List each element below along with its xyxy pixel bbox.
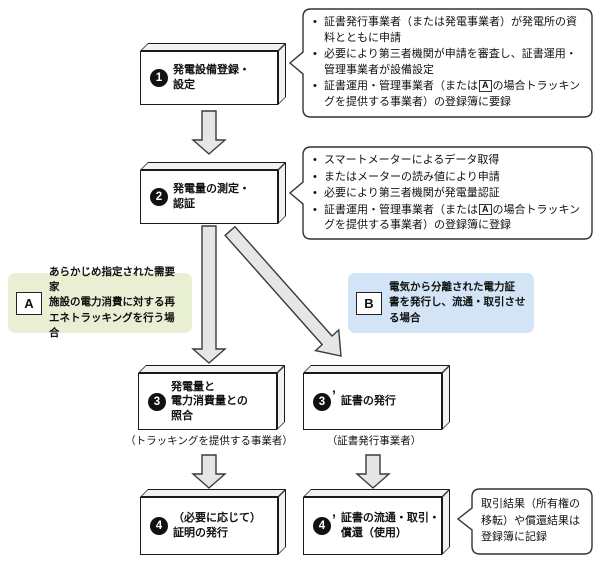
case-b-text: 電気から分離された電力証 書を発行し、流通・取引させ る場合 [389, 281, 526, 324]
box-side-face [278, 43, 286, 105]
step-label: 証書の発行 [340, 395, 396, 408]
bullet-item: •またはメーターの読み値により申請 [313, 170, 500, 183]
inline-case-a-icon: A [479, 203, 492, 216]
case-a-tag: A あらかじめ指定された需要家 施設の電力消費に対する再 エネトラッキングを行う… [8, 266, 192, 339]
box-side-face [442, 365, 450, 430]
arrow-step3prime-to-step4prime [355, 454, 391, 489]
step-box-2: 2 発電量の測定・ 認証 [140, 162, 286, 224]
box-front-face: 4 （必要に応じて） 証明の発行 [140, 497, 278, 555]
box-top-face [303, 365, 450, 373]
bullet-item: •スマートメーターによるデータ取得 [313, 154, 500, 166]
step-number-3: 3 [148, 392, 166, 411]
box-front-face: 2 発電量の測定・ 認証 [140, 170, 278, 224]
step-label: 発電設備登録・ 設定 [173, 64, 250, 91]
callout-step1-bubble [288, 8, 593, 118]
case-a-text: あらかじめ指定された需要家 施設の電力消費に対する再 エネトラッキングを行う場合 [49, 265, 175, 339]
callout-step1-text: •証書発行事業者（または発電事業者）が発電所の資料とともに申請 •必要により第三… [312, 15, 584, 112]
bullet-item: •証書発行事業者（または発電事業者）が発電所の資料とともに申請 [313, 16, 577, 44]
box-side-face [278, 162, 286, 224]
step-number-1: 1 [150, 69, 168, 87]
callout-step4prime-text: 取引結果（所有権の 移転）や償還結果は 登録簿に記録 [481, 498, 580, 543]
box-top-face [140, 43, 286, 51]
step-label: 証書の流通・取引・ 償還（使用） [340, 512, 440, 539]
step-box-3prime: 3 ’ 証書の発行 [303, 365, 450, 430]
box-front-face: 1 発電設備登録・ 設定 [140, 51, 278, 105]
case-b-letter-box: B [356, 291, 382, 315]
callout-step2-bubble [288, 146, 593, 240]
caption-step3prime: （証書発行事業者） [326, 435, 422, 447]
step-number-2: 2 [150, 188, 168, 206]
box-top-face [140, 489, 286, 497]
step-label: 発電量と 電力消費量との 照合 [171, 380, 248, 422]
arrow-step1-to-step2 [191, 110, 227, 155]
step-box-3: 3 発電量と 電力消費量との 照合 [138, 365, 285, 430]
box-top-face [303, 489, 450, 497]
box-top-face [140, 162, 286, 170]
bullet-item: •必要により第三者機関が発電量認証 [313, 187, 500, 200]
step-label: （必要に応じて） 証明の発行 [173, 512, 261, 539]
step-box-1: 1 発電設備登録・ 設定 [140, 43, 286, 105]
box-front-face: 4 ’ 証書の流通・取引・ 償還（使用） [303, 497, 442, 555]
step-prime: ’ [332, 511, 336, 527]
step-label: 発電量の測定・ 認証 [173, 183, 250, 210]
box-side-face [277, 365, 285, 430]
case-b-tag: B 電気から分離された電力証 書を発行し、流通・取引させ る場合 [348, 273, 534, 333]
step-box-4prime: 4 ’ 証書の流通・取引・ 償還（使用） [303, 489, 450, 555]
step-number-4prime: 4 [313, 517, 331, 535]
arrow-step2-to-step3 [191, 225, 227, 364]
box-top-face [138, 365, 285, 373]
box-front-face: 3 発電量と 電力消費量との 照合 [138, 373, 277, 430]
inline-case-a-icon: A [479, 80, 492, 92]
step-number-3prime: 3 [313, 392, 331, 411]
step-number-4: 4 [150, 517, 168, 535]
arrow-step3-to-step4 [191, 454, 227, 489]
caption-step3: （トラッキングを提供する事業者） [125, 435, 293, 447]
callout-step2-text: •スマートメーターによるデータ取得 •またはメーターの読み値により申請 •必要に… [312, 153, 584, 235]
step-prime: ’ [332, 386, 336, 403]
box-side-face [278, 489, 286, 555]
arrow-step2-to-step3prime [224, 225, 342, 357]
bullet-item: •必要により第三者機関が申請を審査し、証書運用・管理事業者が設備設定 [313, 48, 577, 76]
box-side-face [442, 489, 450, 555]
step-box-4: 4 （必要に応じて） 証明の発行 [140, 489, 286, 555]
box-front-face: 3 ’ 証書の発行 [303, 373, 442, 430]
case-a-letter-box: A [16, 291, 42, 315]
